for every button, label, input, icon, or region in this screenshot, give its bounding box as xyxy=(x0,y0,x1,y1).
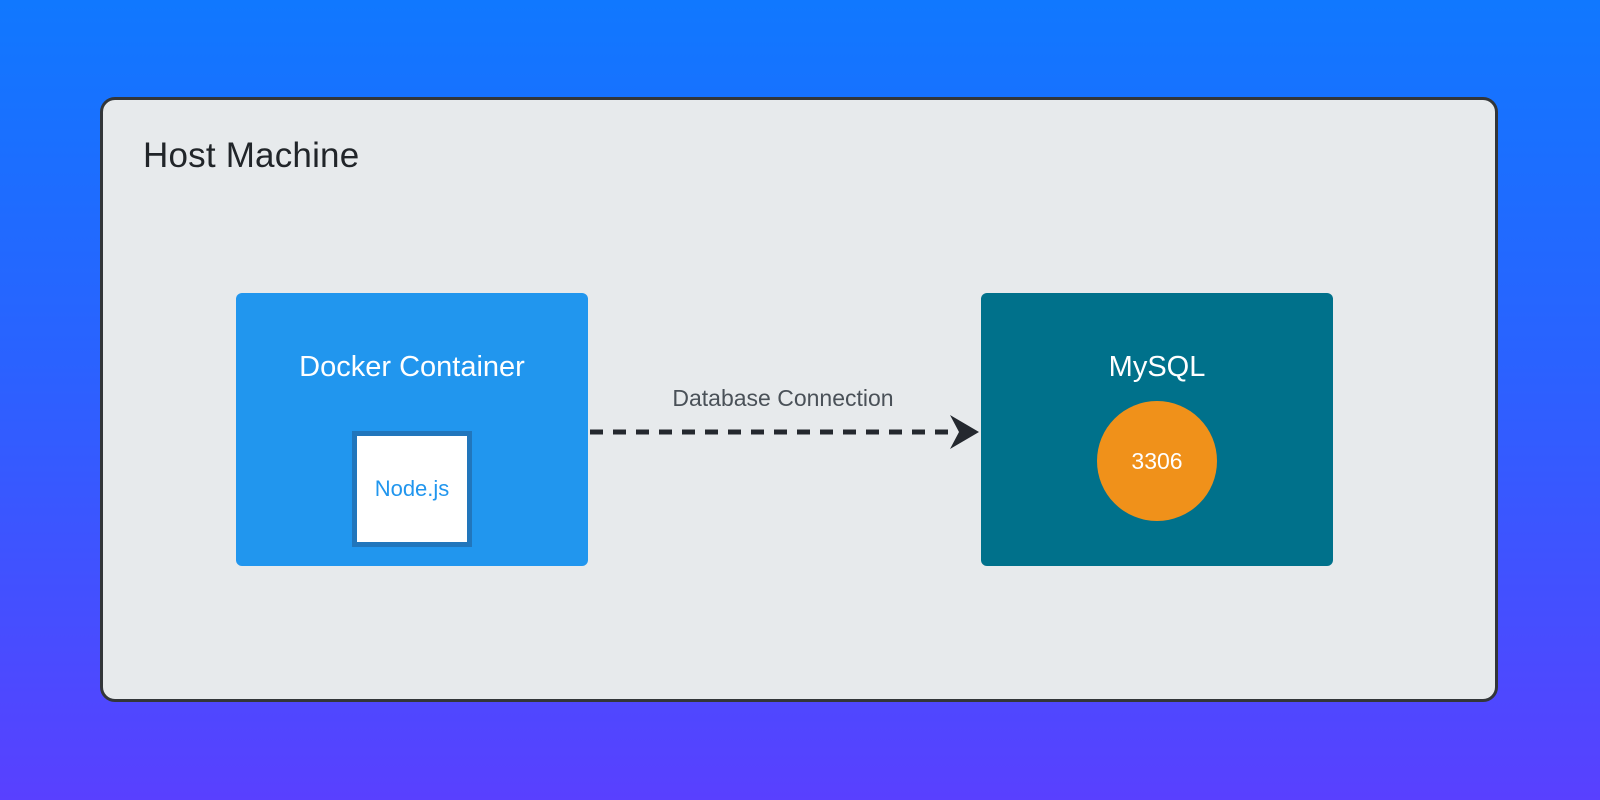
node-nodejs[interactable]: Node.js xyxy=(352,431,472,547)
node-mysql[interactable]: MySQL 3306 xyxy=(981,293,1333,566)
nodejs-label: Node.js xyxy=(374,476,450,501)
host-machine-title: Host Machine xyxy=(143,136,360,175)
mysql-title: MySQL xyxy=(1108,351,1206,383)
docker-container-title: Docker Container xyxy=(299,351,525,383)
node-docker-container[interactable]: Docker Container Node.js xyxy=(236,293,588,566)
db-connection-label: Database Connection xyxy=(672,385,894,411)
mysql-port-label: 3306 xyxy=(1131,447,1183,474)
mysql-port-circle[interactable]: 3306 xyxy=(1097,401,1217,521)
